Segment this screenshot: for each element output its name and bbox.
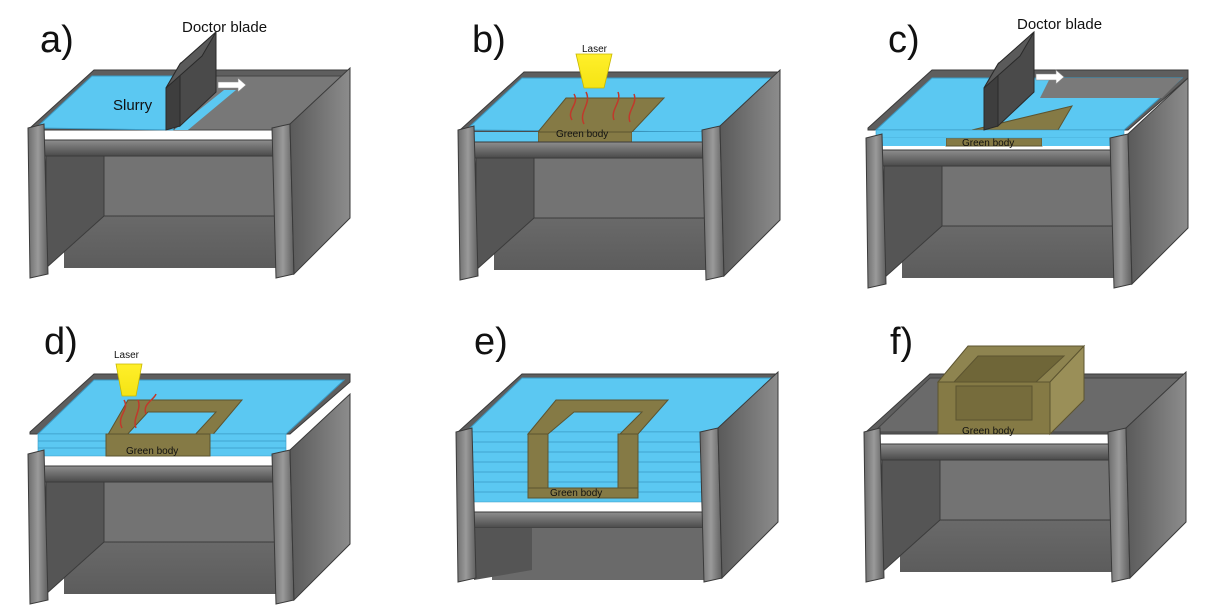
panel-e-green-body-label: Green body bbox=[550, 488, 602, 499]
panel-c bbox=[865, 30, 1189, 289]
panel-c-green-body-label: Green body bbox=[962, 138, 1014, 149]
panel-a-letter: a) bbox=[40, 19, 74, 61]
panel-a-slurry-label: Slurry bbox=[113, 97, 153, 114]
panel-b-letter: b) bbox=[472, 19, 506, 61]
panel-b-green-body-label: Green body bbox=[556, 129, 608, 140]
panel-b-laser-label: Laser bbox=[582, 44, 608, 55]
panel-a-blade-label: Doctor blade bbox=[182, 19, 267, 36]
panel-d-letter: d) bbox=[44, 321, 78, 363]
panel-d-green-body-label: Green body bbox=[126, 446, 178, 457]
panel-c-letter: c) bbox=[888, 19, 920, 61]
panel-f bbox=[863, 344, 1187, 583]
panel-b bbox=[457, 53, 781, 281]
panel-d bbox=[27, 363, 351, 605]
panel-e-letter: e) bbox=[474, 321, 508, 363]
panel-e bbox=[455, 370, 779, 583]
panel-c-blade-label: Doctor blade bbox=[1017, 16, 1102, 33]
panel-f-green-body-label: Green body bbox=[962, 426, 1014, 437]
panel-a bbox=[27, 30, 351, 279]
panel-d-laser-label: Laser bbox=[114, 350, 140, 361]
panel-f-letter: f) bbox=[890, 321, 913, 363]
